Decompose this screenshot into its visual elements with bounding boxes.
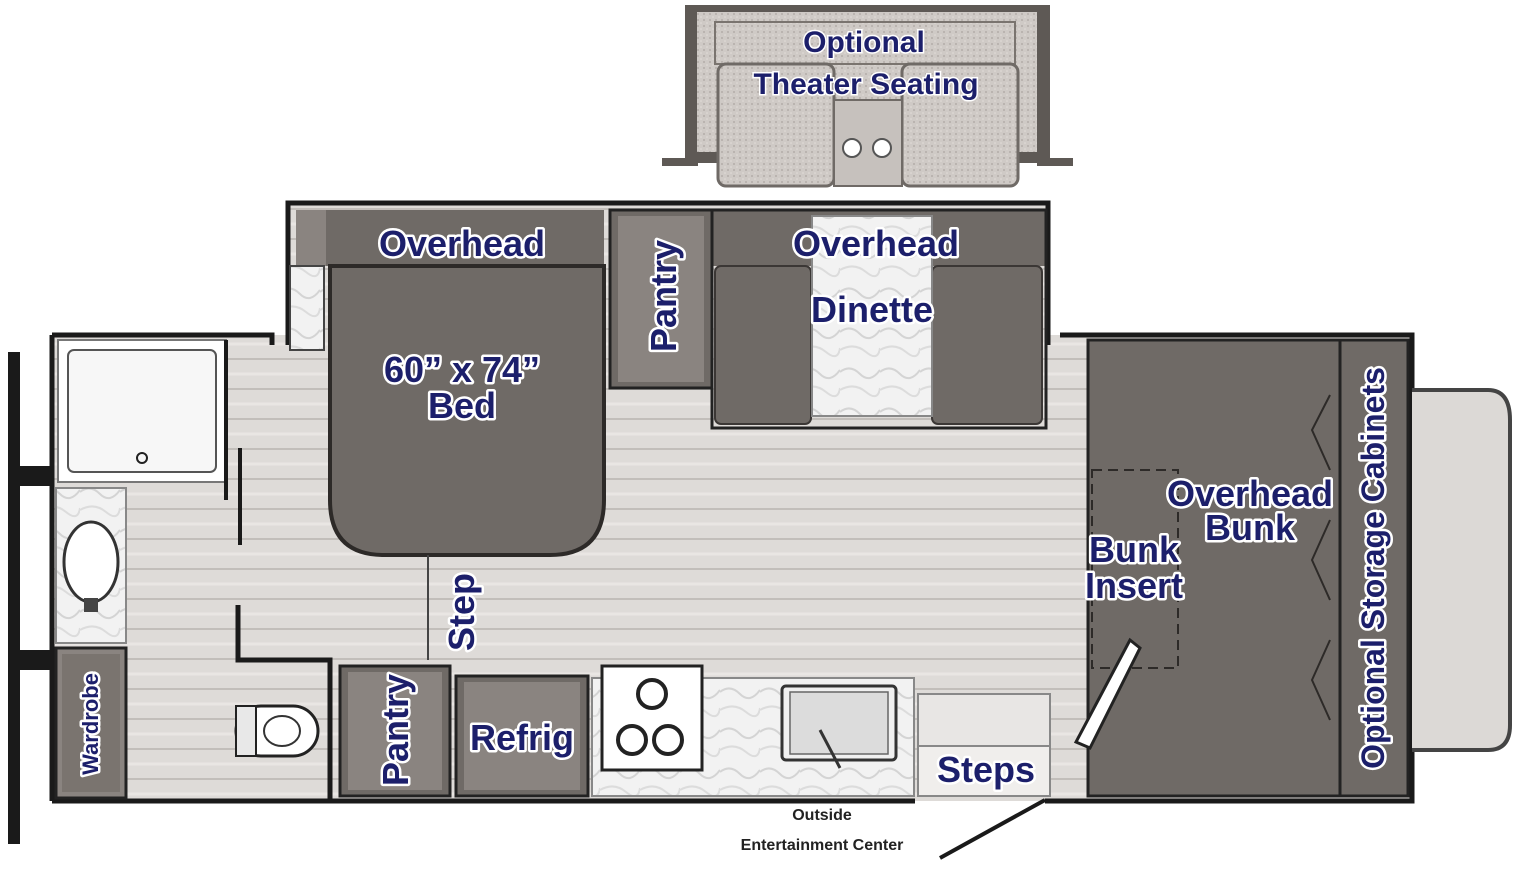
dinette: [710, 208, 1048, 430]
bed-size-label: 60” x 74”: [384, 349, 540, 390]
bathroom-sink: [55, 487, 127, 644]
storage-cabinets-label: Optional Storage Cabinets: [1355, 367, 1391, 769]
refrigerator: [454, 674, 590, 798]
overhead-bunk: [1086, 338, 1410, 798]
bed: [289, 210, 606, 557]
theater-seating: [662, 5, 1073, 188]
pantry-top: [608, 208, 714, 390]
overhead-right-label: Overhead: [793, 223, 959, 264]
outside-label-line1: Outside: [792, 807, 852, 824]
theater-label-line1: Optional: [803, 26, 925, 59]
theater-label-line2: Theater Seating: [753, 68, 978, 101]
wardrobe: [54, 646, 128, 800]
pantry-bottom: [338, 664, 452, 798]
overhead-bunk-label-line2: Bunk: [1205, 507, 1296, 548]
refrig-label: Refrig: [470, 717, 574, 758]
shower: [57, 339, 242, 545]
entry-steps: [917, 693, 1051, 797]
pantry-bottom-label: Pantry: [375, 674, 416, 786]
cab-windshield: [1412, 388, 1512, 752]
kitchen-sink: [780, 684, 898, 769]
bed-label: Bed: [428, 385, 496, 426]
bath-wall: [235, 605, 333, 800]
wardrobe-label: Wardrobe: [78, 673, 103, 775]
steps-label: Steps: [937, 749, 1035, 790]
overhead-left-label: Overhead: [379, 223, 545, 264]
entry-door: [939, 798, 1046, 860]
bunk-insert-label-line1: Bunk: [1089, 529, 1180, 570]
dinette-label: Dinette: [811, 289, 933, 330]
toilet: [234, 704, 320, 758]
bunk-insert-label-line2: Insert: [1085, 565, 1183, 606]
left-wall-bars: [8, 352, 52, 844]
pantry-top-label: Pantry: [643, 240, 684, 352]
driver-seat: [1073, 637, 1142, 750]
exterior-walls: [49, 200, 1415, 804]
step-label: Step: [441, 573, 482, 651]
outside-label-line2: Entertainment Center: [741, 837, 904, 854]
stove: [600, 664, 704, 772]
overhead-bunk-label-line1: Overhead: [1167, 473, 1333, 514]
